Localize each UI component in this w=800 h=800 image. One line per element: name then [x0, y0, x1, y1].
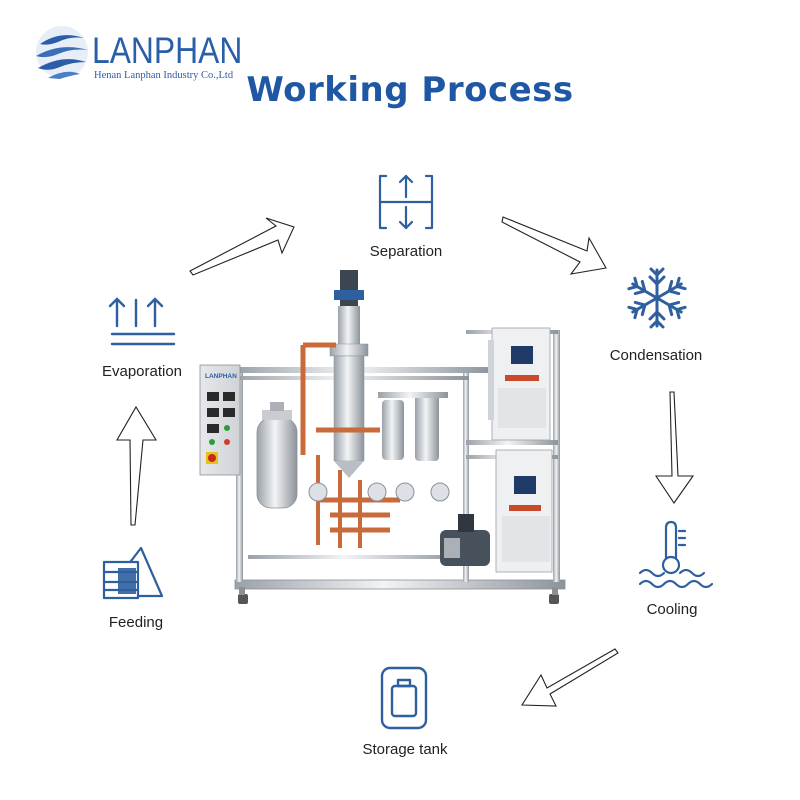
snowflake-icon [626, 267, 688, 329]
step-label-storage-tank: Storage tank [362, 741, 448, 758]
brand-name: LANPHAN [92, 30, 243, 71]
distillation-machine: LANPHAN [199, 270, 566, 604]
step-label-feeding: Feeding [108, 614, 164, 631]
separation-icon [378, 174, 434, 230]
step-label-cooling: Cooling [646, 601, 698, 618]
machine-panel-brand: LANPHAN [205, 373, 237, 380]
arrow-condensation-to-cooling [654, 391, 695, 504]
brand-subtitle: Henan Lanphan Industry Co.,Ltd [94, 70, 234, 81]
evaporation-icon [108, 297, 176, 346]
lanphan-logo [36, 26, 88, 79]
arrow-cooling-to-storage [521, 648, 619, 707]
feeding-icon [102, 546, 164, 600]
page-title: Working Process [246, 70, 574, 110]
arrow-separation-to-condensation [501, 216, 607, 275]
step-label-evaporation: Evaporation [101, 363, 183, 380]
arrow-evaporation-to-separation [189, 217, 295, 276]
storage-tank-icon [380, 666, 428, 730]
cooling-icon [638, 520, 714, 589]
lanphan-logo-mark [36, 26, 88, 79]
step-label-condensation: Condensation [609, 347, 703, 364]
step-label-separation: Separation [369, 243, 443, 260]
arrow-feeding-to-evaporation [116, 405, 157, 526]
